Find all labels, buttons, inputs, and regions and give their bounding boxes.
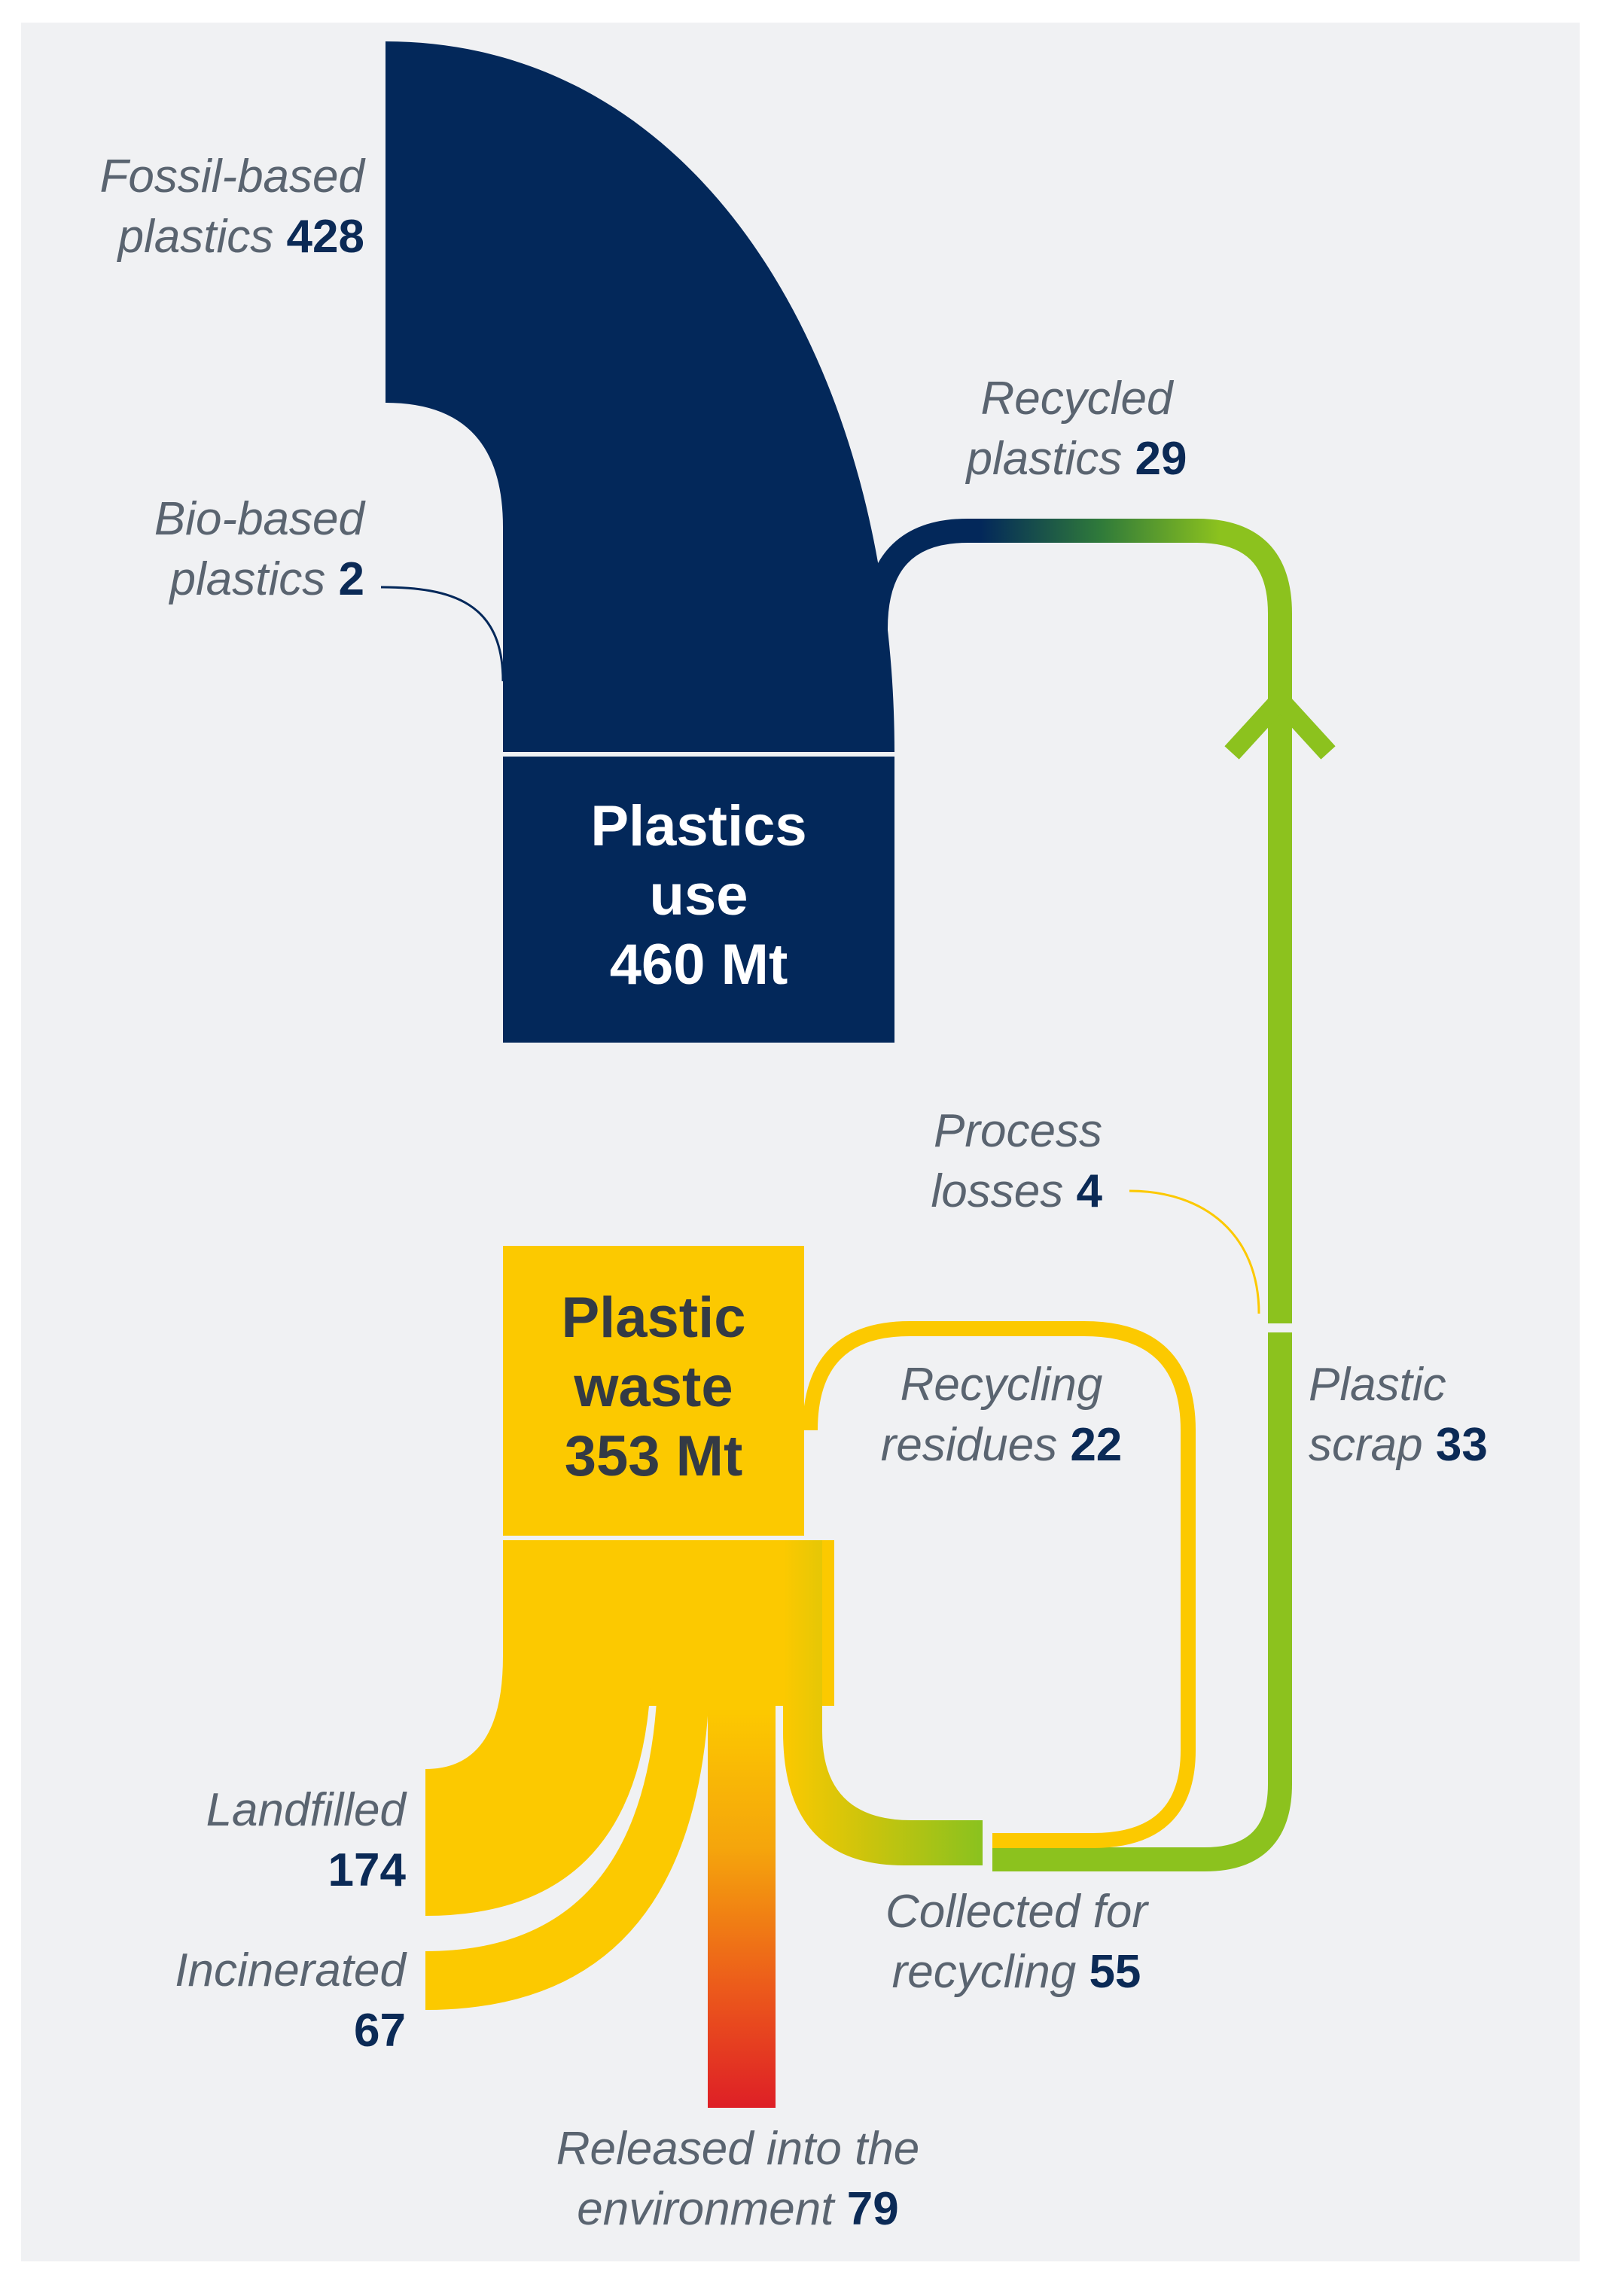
process-losses-label-line2: losses xyxy=(931,1165,1064,1217)
recycled-label-line2: plastics xyxy=(966,433,1123,485)
plastics-use-title-line2: use xyxy=(649,863,748,927)
released-value: 79 xyxy=(846,2183,899,2235)
bio-label-line2: plastics xyxy=(169,553,326,605)
incinerated-label: Incinerated 67 xyxy=(175,1941,406,2061)
residues-label-line1: Recycling xyxy=(900,1359,1103,1411)
scrap-label: Plastic scrap 33 xyxy=(1309,1355,1488,1475)
recycled-flow-band xyxy=(864,519,1292,1325)
fossil-label: Fossil-based plastics 428 xyxy=(100,147,364,267)
plastics-use-title-line3: 460 Mt xyxy=(609,933,788,997)
collected-flow-band xyxy=(783,1540,983,1865)
recycled-label-line1: Recycled xyxy=(980,373,1173,425)
recycled-label: Recycled plastics 29 xyxy=(919,369,1235,489)
released-label: Released into the environment 79 xyxy=(527,2119,949,2240)
process-losses-value: 4 xyxy=(1076,1165,1102,1217)
plastic-waste-box xyxy=(503,1246,804,1536)
fossil-label-line1: Fossil-based xyxy=(99,151,364,202)
scrap-label-line1: Plastic xyxy=(1309,1359,1446,1411)
collected-label-line1: Collected for xyxy=(885,1886,1148,1938)
fossil-flow-band xyxy=(386,41,894,753)
incinerated-flow-band xyxy=(425,1656,710,2010)
recycled-value: 29 xyxy=(1135,433,1187,485)
collected-label-line2: recycling xyxy=(891,1946,1077,1998)
incinerated-value: 67 xyxy=(354,2005,406,2057)
landfilled-label: Landfilled 174 xyxy=(206,1780,406,1901)
plastics-use-box xyxy=(503,757,894,1043)
fossil-label-line2: plastics xyxy=(117,211,274,263)
plastics-use-title-line1: Plastics xyxy=(590,794,807,858)
scrap-value: 33 xyxy=(1435,1419,1488,1471)
plastic-waste-title-line1: Plastic xyxy=(561,1286,746,1350)
plastics-use-title: Plastics use 460 Mt xyxy=(503,792,894,1000)
bio-label-line1: Bio-based xyxy=(154,493,364,545)
bio-value: 2 xyxy=(338,553,364,605)
plastic-waste-title: Plastic waste 353 Mt xyxy=(503,1284,804,1491)
released-label-line1: Released into the xyxy=(556,2123,920,2175)
landfilled-value: 174 xyxy=(328,1844,406,1896)
released-flow-band xyxy=(708,1540,776,2108)
scrap-flow-band xyxy=(992,1332,1292,1871)
plastic-waste-title-line3: 353 Mt xyxy=(564,1424,743,1488)
landfilled-label-line1: Landfilled xyxy=(206,1784,406,1836)
residues-flow-band xyxy=(803,1321,1196,1848)
process-losses-label-line1: Process xyxy=(934,1105,1102,1157)
residues-label-line2: residues xyxy=(880,1419,1058,1471)
residues-value: 22 xyxy=(1070,1419,1123,1471)
landfilled-flow-band xyxy=(425,1656,651,1916)
bio-connector-line xyxy=(380,586,504,682)
plastic-waste-title-line2: waste xyxy=(574,1355,733,1419)
incinerated-label-line1: Incinerated xyxy=(175,1944,406,1996)
bio-label: Bio-based plastics 2 xyxy=(154,489,364,610)
scrap-label-line2: scrap xyxy=(1309,1419,1423,1471)
collected-label: Collected for recycling 55 xyxy=(851,1882,1182,2002)
fossil-value: 428 xyxy=(286,211,364,263)
collected-value: 55 xyxy=(1089,1946,1141,1998)
process-losses-label: Process losses 4 xyxy=(931,1101,1102,1222)
released-label-line2: environment xyxy=(577,2183,834,2235)
recycled-arrow-head xyxy=(1224,685,1336,760)
process-losses-connector xyxy=(1129,1189,1260,1314)
residues-label: Recycling residues 22 xyxy=(843,1355,1160,1475)
